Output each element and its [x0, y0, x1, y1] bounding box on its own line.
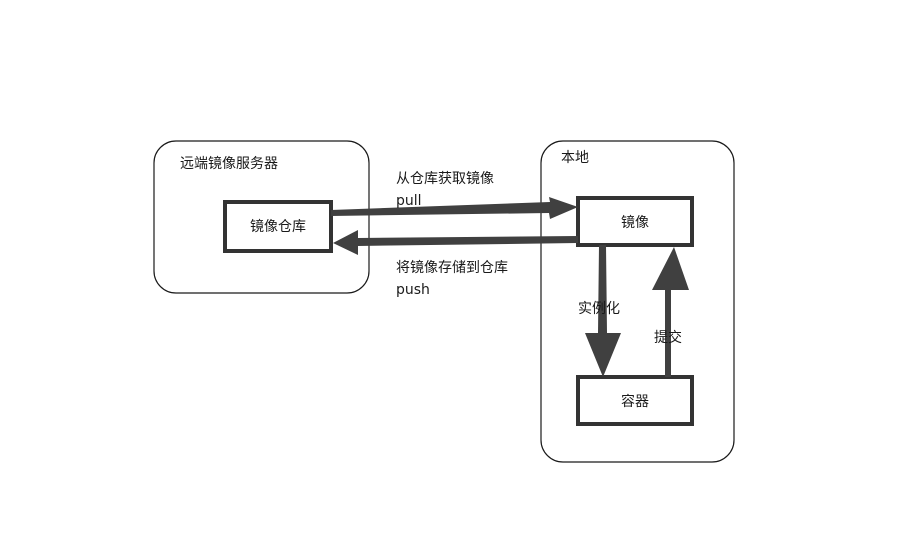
- local-group: 本地 镜像 容器: [540, 140, 735, 463]
- image-label: 镜像: [621, 215, 649, 231]
- remote-server-group: 远端镜像服务器 镜像仓库: [153, 140, 370, 294]
- push-arrow: [333, 230, 578, 255]
- instantiate-label: 实例化: [578, 301, 620, 317]
- commit-arrow: [652, 247, 689, 377]
- pull-text: 从仓库获取镜像: [396, 171, 494, 187]
- repository-label: 镜像仓库: [250, 219, 306, 235]
- remote-server-title: 远端镜像服务器: [180, 156, 278, 172]
- instantiate-arrow: [585, 245, 621, 377]
- repository-box: [223, 200, 333, 253]
- push-text: 将镜像存储到仓库: [396, 260, 508, 276]
- image-box: [576, 196, 694, 247]
- container-label: 容器: [621, 393, 649, 410]
- pull-arrow: [331, 197, 578, 219]
- pull-command: pull: [396, 193, 422, 209]
- push-command: push: [396, 282, 430, 298]
- commit-label: 提交: [654, 329, 682, 346]
- local-frame: [540, 140, 735, 463]
- container-box: [576, 375, 694, 426]
- remote-server-frame: [153, 140, 370, 294]
- local-title: 本地: [561, 150, 589, 166]
